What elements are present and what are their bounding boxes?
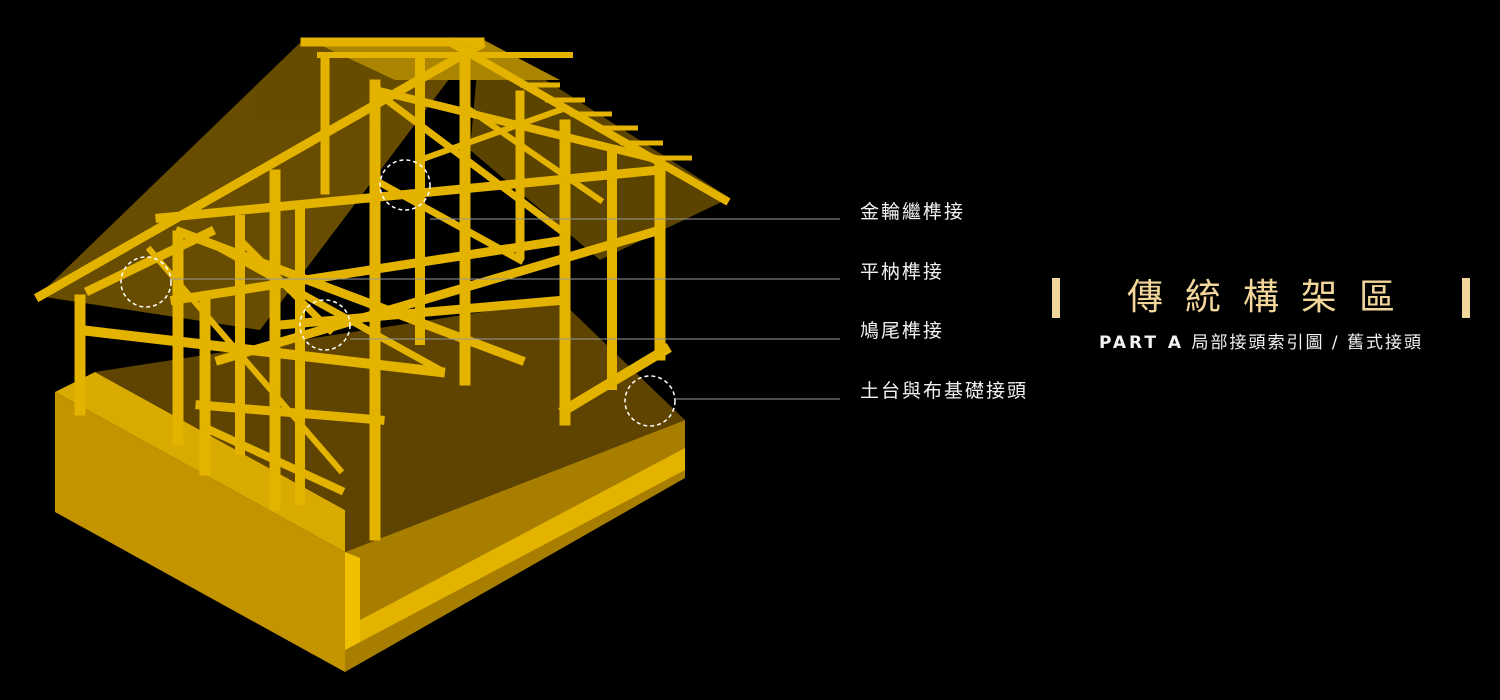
frame-members: [33, 37, 731, 541]
subtitle-text: 局部接頭索引圖 / 舊式接頭: [1184, 333, 1423, 353]
beam: [214, 224, 666, 366]
beam: [204, 424, 346, 496]
leader-lines: [170, 218, 840, 400]
joint-circle-kanawa: [379, 159, 431, 211]
callout-label-ari: 鳩尾榫接: [860, 320, 945, 342]
subtitle-part: PART A: [1098, 333, 1185, 353]
foundation-front-rim: [345, 448, 685, 650]
beam: [449, 39, 731, 206]
callout-label-hirahozo: 平枘榫接: [860, 261, 945, 283]
title-bar-right: [1462, 278, 1470, 318]
beam: [33, 38, 487, 303]
foundation-left-face: [55, 392, 345, 672]
page-title: 傳統構架區: [1126, 277, 1417, 318]
joint-circle-dodai: [624, 375, 676, 427]
joint-markers: [120, 159, 676, 427]
beam: [275, 295, 570, 330]
page-subtitle: PART A 局部接頭索引圖 / 舊式接頭: [1050, 328, 1472, 353]
brace: [200, 235, 445, 375]
brace: [235, 235, 335, 335]
brace: [465, 105, 605, 205]
brace: [145, 245, 345, 475]
beam: [83, 225, 217, 297]
foundation-side-rim: [345, 552, 360, 650]
brace: [375, 90, 565, 235]
callout-label-kanawa: 金輪繼榫接: [860, 201, 966, 223]
rafter-ends: [520, 82, 692, 161]
beam: [558, 343, 672, 417]
joint-circle-ari: [299, 299, 351, 351]
brace: [370, 175, 525, 265]
callout-label-dodai: 土台與布基礎接頭: [860, 380, 1029, 402]
brace: [416, 106, 564, 164]
title-bar-left: [1052, 278, 1060, 318]
section-title: 傳統構架區: [1050, 276, 1472, 324]
beam: [155, 165, 665, 223]
joint-circle-hirahozo: [120, 256, 172, 308]
